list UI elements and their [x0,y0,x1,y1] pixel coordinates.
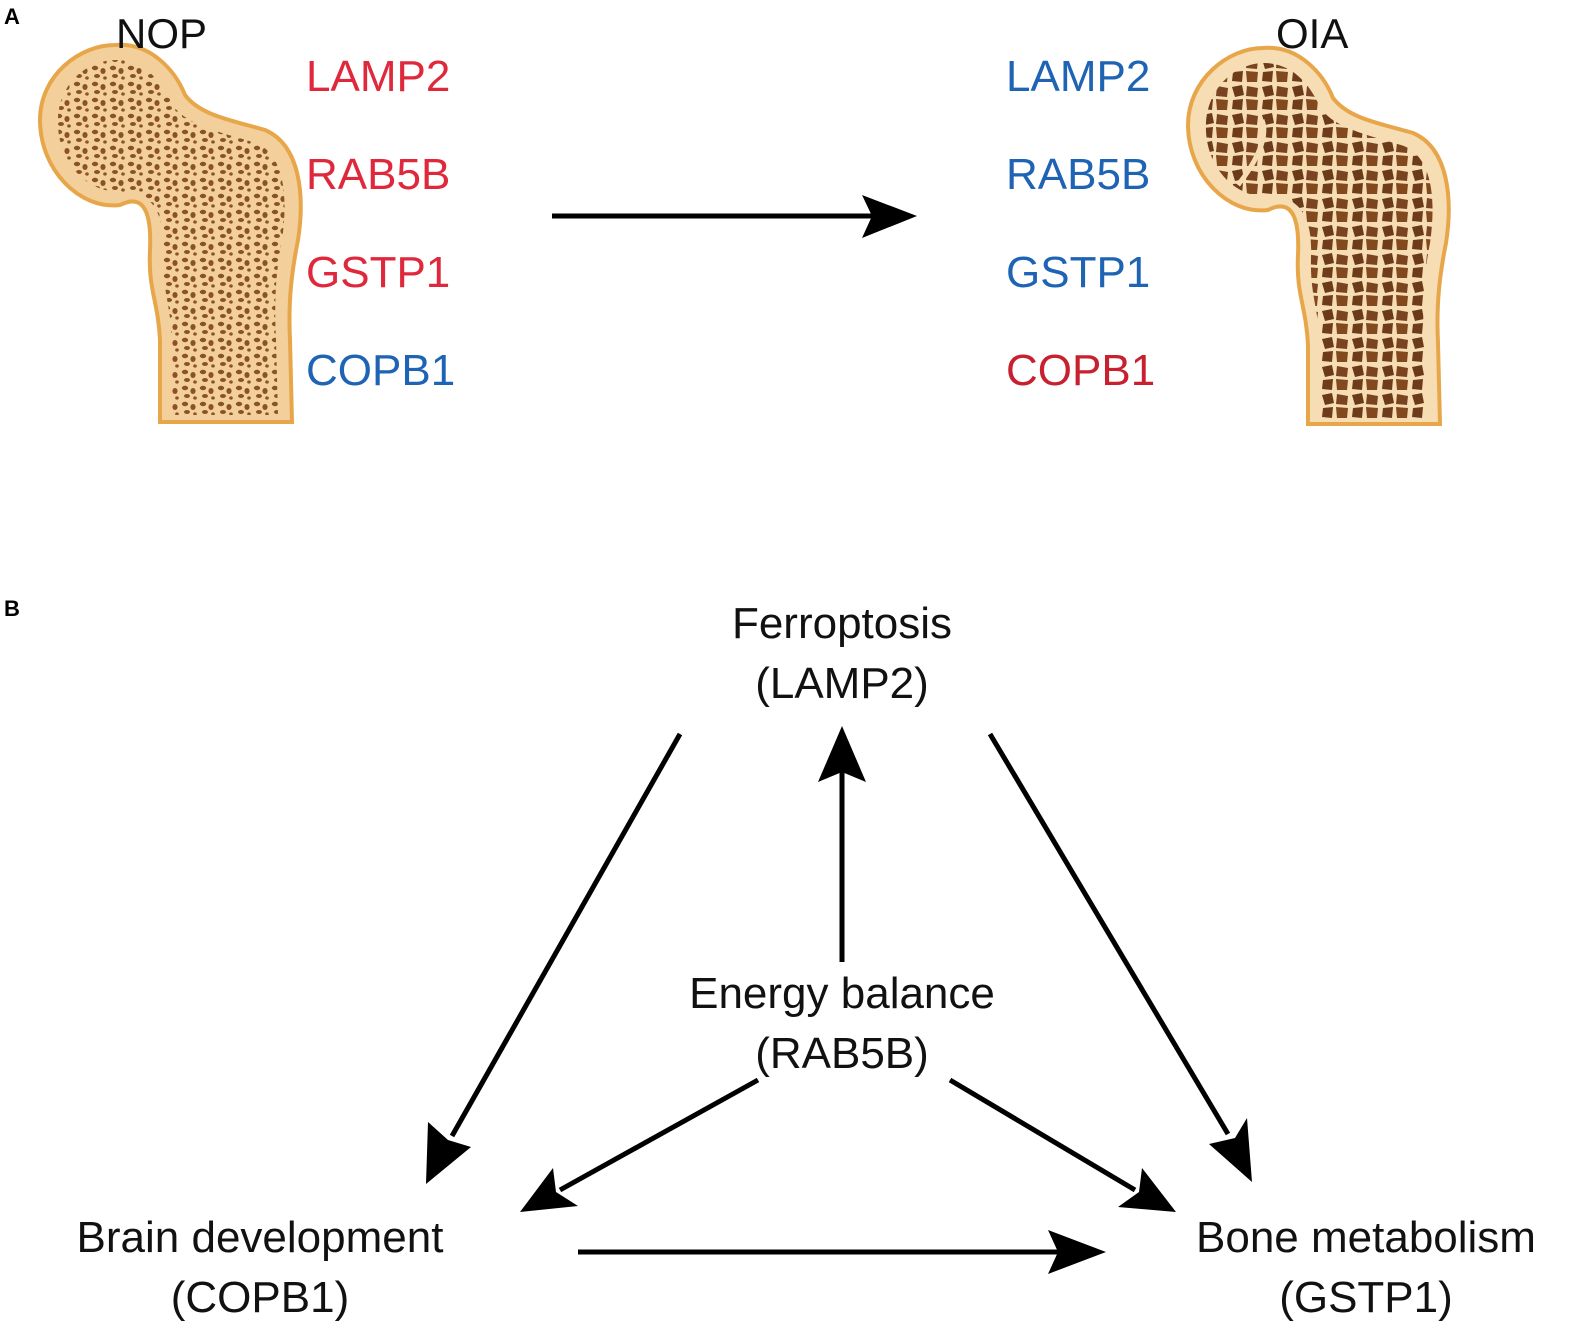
node-ferroptosis-gene: (LAMP2) [755,659,929,708]
node-bone-metabolism-gene: (GSTP1) [1279,1273,1453,1322]
node-bone-metabolism-label: Bone metabolism [1196,1213,1536,1262]
arrow-center-to-right [948,1077,1137,1193]
nop-gene-copb1: COPB1 [306,346,456,395]
arrow-top-to-left [449,732,683,1138]
node-brain-development: Brain development (COPB1) [30,1208,490,1328]
transition-arrow-head [862,195,917,238]
interaction-arrows [449,732,1231,1255]
node-bone-metabolism: Bone metabolism (GSTP1) [1164,1208,1568,1328]
nop-gene-lamp2: LAMP2 [306,52,451,101]
arrowhead-right-from-center [1118,1168,1176,1212]
oia-femur-illustration [1185,45,1451,426]
nop-gene-rab5b: RAB5B [306,150,451,199]
nop-gene-gstp1: GSTP1 [306,248,451,297]
node-ferroptosis-label: Ferroptosis [731,599,953,648]
arrowhead-bottom [1048,1230,1106,1274]
oia-gene-rab5b: RAB5B [1006,150,1151,199]
oia-title: OIA [1276,10,1349,57]
node-brain-development-gene: (COPB1) [170,1273,350,1322]
arrowhead-left-from-center [520,1168,578,1212]
oia-gene-lamp2: LAMP2 [1006,52,1151,101]
arrow-heads [426,726,1252,1274]
node-energy-balance-gene: (RAB5B) [755,1029,929,1078]
arrow-top-to-right [987,732,1231,1136]
nop-femur-illustration [37,42,303,424]
node-ferroptosis: Ferroptosis (LAMP2) [642,594,1042,714]
nop-title: NOP [116,10,208,57]
panel-a-letter: A [4,4,20,29]
panel-b-letter: B [4,596,20,621]
oia-gene-copb1: COPB1 [1006,346,1156,395]
arrow-center-to-left [558,1077,760,1193]
oia-gene-gstp1: GSTP1 [1006,248,1151,297]
node-brain-development-label: Brain development [76,1213,444,1262]
arrowhead-top [818,726,866,782]
node-energy-balance: Energy balance (RAB5B) [622,964,1062,1084]
arrowhead-left-from-top [426,1122,471,1184]
arrowhead-right-from-top [1209,1118,1252,1182]
node-energy-balance-label: Energy balance [689,969,995,1018]
